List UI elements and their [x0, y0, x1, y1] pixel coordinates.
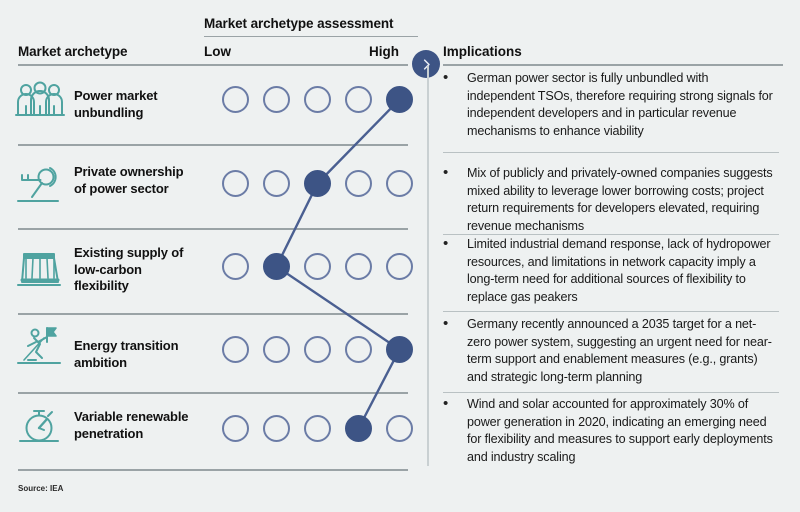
bullet-icon: •: [443, 164, 449, 181]
rating-dot-empty[interactable]: [222, 253, 249, 280]
rating-dot-empty[interactable]: [263, 415, 290, 442]
three-people-icon: [14, 76, 66, 128]
implication-text: German power sector is fully unbundled w…: [467, 71, 773, 138]
rating-dot-empty[interactable]: [304, 336, 331, 363]
archetype-column-header: Market archetype: [18, 44, 128, 59]
rating-dot-empty[interactable]: [222, 415, 249, 442]
scale-label-high: High: [369, 44, 399, 59]
rating-dot-empty[interactable]: [222, 170, 249, 197]
rating-dot-empty[interactable]: [304, 415, 331, 442]
rating-dot-empty[interactable]: [304, 86, 331, 113]
chevron-right-icon: [412, 50, 440, 78]
climbing-person-flag-icon: [14, 322, 66, 374]
bullet-icon: •: [443, 395, 449, 412]
implication-text: Mix of publicly and privately-owned comp…: [467, 166, 773, 233]
rating-dot-empty[interactable]: [345, 170, 372, 197]
implication-divider-2: [443, 234, 779, 236]
bullet-icon: •: [443, 235, 449, 252]
rating-dot-filled[interactable]: [386, 86, 413, 113]
bullet-icon: •: [443, 69, 449, 86]
implication-divider-3: [443, 311, 779, 313]
rating-dot-empty[interactable]: [263, 170, 290, 197]
implications-column-header: Implications: [443, 44, 522, 59]
rating-dot-filled[interactable]: [304, 170, 331, 197]
rating-dot-empty[interactable]: [386, 415, 413, 442]
bullet-icon: •: [443, 315, 449, 332]
rating-dot-empty[interactable]: [386, 253, 413, 280]
implication-text: Limited industrial demand response, lack…: [467, 237, 771, 304]
rating-dot-empty[interactable]: [222, 336, 249, 363]
row-divider-4: [18, 392, 408, 394]
header-rule-left: [18, 64, 408, 66]
assessment-column-title: Market archetype assessment: [204, 16, 394, 31]
row-label-energy-transition-ambition: Energy transition ambition: [74, 338, 179, 370]
rating-dot-empty[interactable]: [222, 86, 249, 113]
row-label-low-carbon-flexibility: Existing supply of low-carbon flexibilit…: [74, 245, 184, 293]
row-divider-5: [18, 469, 408, 471]
column-vertical-divider: [427, 66, 429, 466]
implication-divider-4: [443, 392, 779, 394]
hydropower-dam-icon: [14, 244, 66, 296]
rating-dot-empty[interactable]: [345, 336, 372, 363]
rating-dot-empty[interactable]: [345, 86, 372, 113]
rating-dot-empty[interactable]: [263, 336, 290, 363]
key-icon: [14, 160, 66, 212]
rating-dot-filled[interactable]: [345, 415, 372, 442]
rating-dot-empty[interactable]: [345, 253, 372, 280]
rating-dot-filled[interactable]: [386, 336, 413, 363]
row-label-variable-renewable-penetration: Variable renewable penetration: [74, 409, 189, 441]
implication-text: Wind and solar accounted for approximate…: [467, 397, 773, 464]
rating-dot-empty[interactable]: [304, 253, 331, 280]
rating-dot-filled[interactable]: [263, 253, 290, 280]
row-divider-1: [18, 144, 408, 146]
rating-dot-empty[interactable]: [263, 86, 290, 113]
row-divider-3: [18, 313, 408, 315]
row-label-private-ownership: Private ownership of power sector: [74, 164, 184, 196]
source-note: Source: IEA: [18, 484, 64, 493]
row-divider-2: [18, 228, 408, 230]
scale-label-low: Low: [204, 44, 231, 59]
stopwatch-icon: [14, 402, 66, 454]
implication-text: Germany recently announced a 2035 target…: [467, 317, 772, 384]
assessment-title-rule: [204, 36, 418, 37]
rating-dot-empty[interactable]: [386, 170, 413, 197]
header-rule-right: [443, 64, 783, 66]
row-label-power-market-unbundling: Power market unbundling: [74, 88, 158, 120]
implication-divider-1: [443, 152, 779, 154]
